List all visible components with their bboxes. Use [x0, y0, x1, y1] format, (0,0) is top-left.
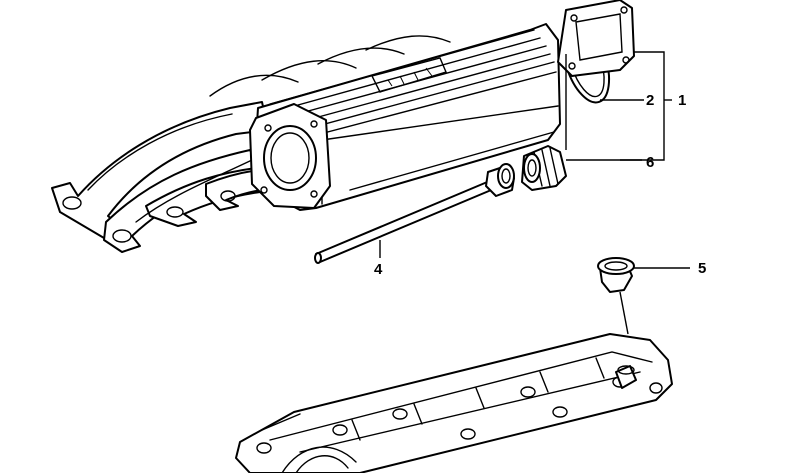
- callout-4[interactable]: 4: [374, 261, 383, 278]
- plenum-edge: [321, 105, 559, 141]
- valve-cover-body: [235, 333, 673, 473]
- runner-top-rib: [365, 35, 451, 51]
- runner-contour: [135, 159, 253, 223]
- bellows-opening: [523, 153, 541, 183]
- valve-cover[interactable]: [235, 333, 673, 473]
- cover-bolt-hole: [622, 56, 630, 64]
- cover-bolt-hole: [570, 14, 578, 22]
- callout-1[interactable]: 1: [678, 92, 686, 109]
- flange-bolt-hole: [264, 124, 272, 132]
- intake-manifold[interactable]: [51, 23, 561, 253]
- callout-6[interactable]: 6: [646, 154, 654, 171]
- rod-knob-inner: [501, 168, 511, 184]
- dipstick-rod[interactable]: [314, 163, 515, 264]
- valve-cover-arch-inner: [295, 455, 349, 473]
- throttle-bore: [263, 125, 317, 191]
- throttle-bore-inner: [270, 132, 310, 184]
- plenum-logo-emboss: [370, 57, 447, 93]
- plenum-rib: [279, 37, 541, 111]
- callouts: 1 2 4 5 6: [374, 92, 706, 278]
- callout-2[interactable]: 2: [646, 92, 654, 109]
- grommet[interactable]: [597, 257, 635, 293]
- filler-opening: [617, 365, 635, 375]
- runner-top-rib: [209, 74, 299, 97]
- bellows-seal[interactable]: [521, 145, 567, 191]
- valve-cover-edge: [261, 413, 301, 431]
- leader-5-drop: [619, 291, 629, 335]
- leader-lines: [379, 51, 690, 335]
- flange-port: [62, 196, 82, 210]
- valve-cover-arch: [281, 446, 357, 473]
- valve-cover-bosses: [256, 376, 663, 454]
- plenum-rib: [309, 61, 555, 129]
- bellows-opening-inner: [527, 159, 537, 177]
- valve-cover-ridge: [299, 371, 641, 453]
- runner-top-rib: [261, 60, 357, 81]
- valve-cover-filler-neck: [615, 365, 637, 389]
- flange-port: [112, 229, 132, 243]
- runner-top-rib: [317, 47, 405, 65]
- valve-cover-ribs: [351, 357, 605, 441]
- callout-5[interactable]: 5: [698, 260, 706, 277]
- plenum-rib: [319, 71, 557, 135]
- bellows-fold: [541, 149, 551, 187]
- cover-recess: [575, 13, 623, 61]
- plenum-fin: [349, 131, 555, 191]
- runner-contour: [87, 113, 233, 191]
- cover-bolt-hole: [620, 6, 628, 14]
- plenum-rib: [269, 29, 535, 105]
- cover-bolt-hole: [568, 62, 576, 70]
- flange-port: [166, 206, 184, 218]
- manifold-cover[interactable]: [557, 0, 635, 77]
- flange-bolt-hole: [310, 190, 318, 198]
- flange-bolt-hole: [260, 186, 268, 194]
- flange-bolt-hole: [310, 120, 318, 128]
- valve-cover-ridge: [269, 351, 653, 441]
- grommet-rim: [597, 257, 635, 275]
- leader-1: [620, 51, 665, 161]
- rod-tip: [314, 252, 322, 264]
- flange-port: [220, 190, 236, 202]
- grommet-hole: [604, 261, 628, 271]
- rod-knob: [497, 163, 515, 189]
- plenum-rib: [299, 53, 551, 123]
- bellows-fold: [549, 147, 559, 185]
